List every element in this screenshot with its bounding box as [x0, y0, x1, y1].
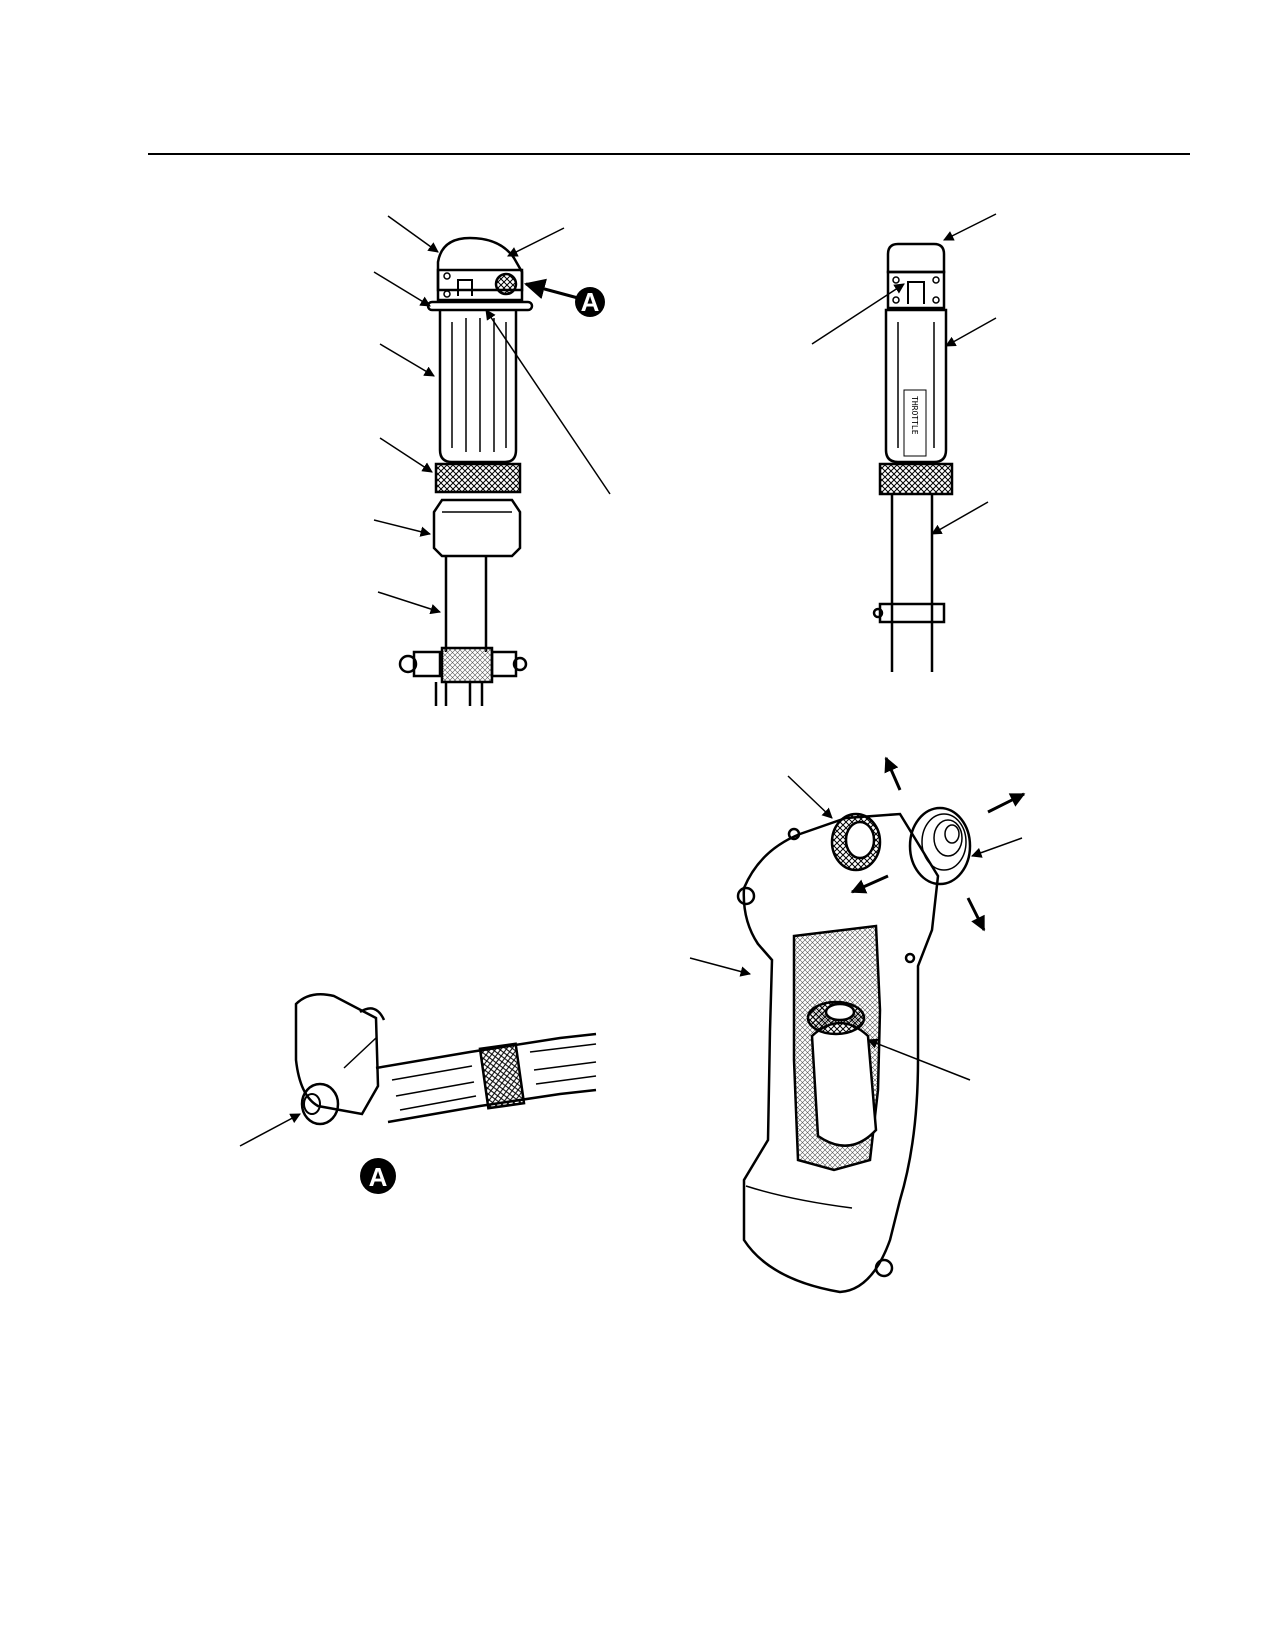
figure1-leaders [373, 215, 611, 615]
hat-switch-direction-arrows [850, 756, 1026, 932]
detail-a-figure [294, 993, 597, 1126]
throttle-friction-nut [878, 462, 954, 496]
detail-a-label-top: A [581, 287, 600, 317]
throttle-grip [884, 308, 948, 464]
hat-switch [908, 806, 972, 886]
detail-a-callout-top: A [575, 287, 605, 317]
throttle-toggle [907, 281, 925, 304]
tube-clamp [440, 646, 494, 684]
collective-stick-figure [398, 236, 534, 706]
switch-plate [886, 270, 946, 310]
detail-a-label-bottom: A [369, 1162, 388, 1192]
figure2-leaders [811, 213, 997, 535]
throttle-decal [903, 389, 927, 457]
cyclic-grip-figure [736, 806, 972, 1294]
grip [438, 310, 518, 464]
switch-box-screw [443, 272, 451, 280]
switch-box-screw [443, 290, 451, 298]
throttle-decal-text: THROTTLE [910, 396, 919, 435]
switch-box-head [436, 236, 524, 292]
figure3-leaders [239, 1037, 377, 1147]
throttle-stick-figure [872, 242, 954, 672]
hex-fitting [432, 498, 522, 558]
grip-screw [736, 886, 756, 906]
detail-push-button [300, 1082, 340, 1126]
collar-ring [426, 300, 534, 312]
toggle-switch [457, 279, 473, 296]
friction-nut [434, 462, 522, 494]
push-button [494, 272, 518, 296]
switch-box-base [436, 268, 524, 302]
figure4-leaders [689, 775, 1023, 1081]
detail-switch-cover [294, 993, 380, 1116]
detail-nut [478, 1042, 526, 1110]
switch-cap [886, 242, 946, 274]
detail-a-callout-bottom: A [360, 1158, 396, 1194]
throttle-tube-clamp [878, 602, 946, 624]
